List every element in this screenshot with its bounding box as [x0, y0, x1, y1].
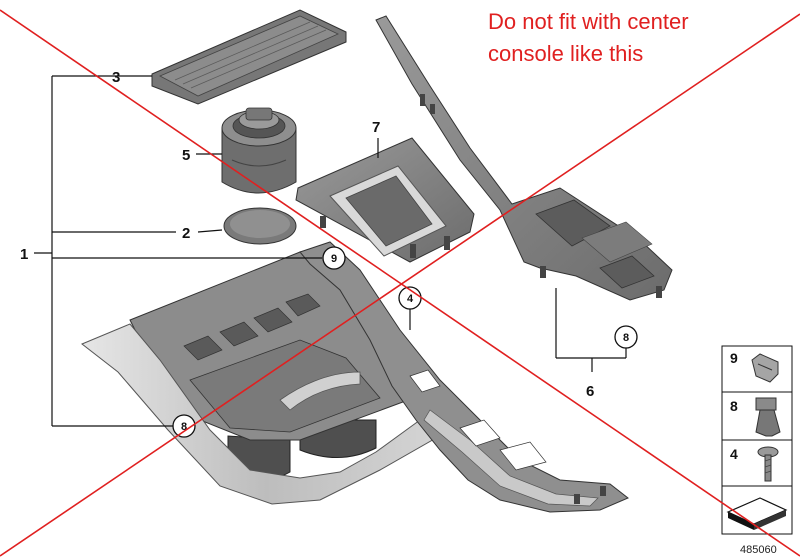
callout-7: 7 [372, 119, 380, 136]
center-console-part [81, 241, 629, 513]
gear-trim-part [295, 137, 475, 263]
callout-5: 5 [182, 147, 190, 164]
callout-3: 3 [112, 69, 120, 86]
screw-icon [757, 446, 779, 482]
storage-tray-part [151, 9, 347, 105]
circled-callout-9-label: 9 [331, 253, 337, 265]
side-trim-part [375, 15, 673, 301]
reference-number: 485060 [740, 544, 777, 556]
fastener-legend: 9 8 4 [721, 345, 793, 535]
legend-number-8: 8 [730, 398, 738, 414]
callout-6: 6 [586, 383, 594, 400]
cup-holder-part [221, 107, 297, 194]
callout-1: 1 [20, 246, 28, 263]
round-mat-part [223, 207, 297, 245]
legend-number-4: 4 [730, 446, 738, 462]
circled-callout-9: 9 [322, 246, 346, 270]
circled-callout-8-lower-label: 8 [181, 421, 187, 433]
leader-lines [34, 75, 627, 427]
legend-number-9: 9 [730, 350, 738, 366]
cross-out-mark [0, 9, 800, 557]
circled-callout-8-right-label: 8 [623, 332, 629, 344]
circled-callout-8-right: 8 [614, 325, 638, 349]
expansion-clip-icon [755, 397, 781, 437]
warning-note-line-1: Do not fit with center [488, 9, 689, 34]
circled-callout-4-label: 4 [407, 293, 414, 305]
spring-clip-icon [751, 353, 779, 383]
warning-note: Do not fit with center console like this [488, 6, 788, 70]
warning-note-line-2: console like this [488, 41, 644, 66]
circled-callout-8-lower: 8 [172, 414, 196, 438]
callout-2: 2 [182, 225, 190, 242]
